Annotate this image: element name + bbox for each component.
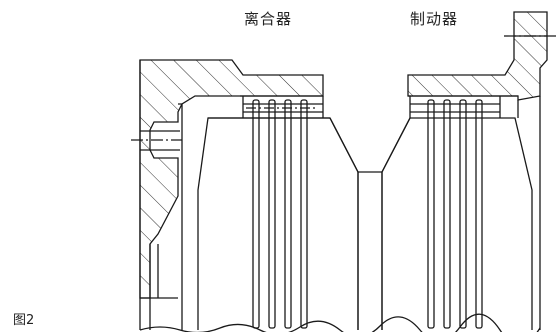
right-friction-plates	[427, 99, 483, 329]
central-hub-left-slope	[330, 118, 410, 172]
figure-caption: 图2	[13, 313, 35, 328]
left-drum-profile	[198, 118, 358, 330]
left-housing-hatched	[140, 60, 323, 298]
brake-label: 制动器	[410, 10, 459, 28]
clutch-label: 离合器	[244, 10, 293, 28]
left-friction-plates	[252, 99, 308, 329]
break-line	[140, 314, 540, 332]
left-hub-outline	[178, 104, 182, 196]
right-drum-profile	[382, 118, 532, 330]
